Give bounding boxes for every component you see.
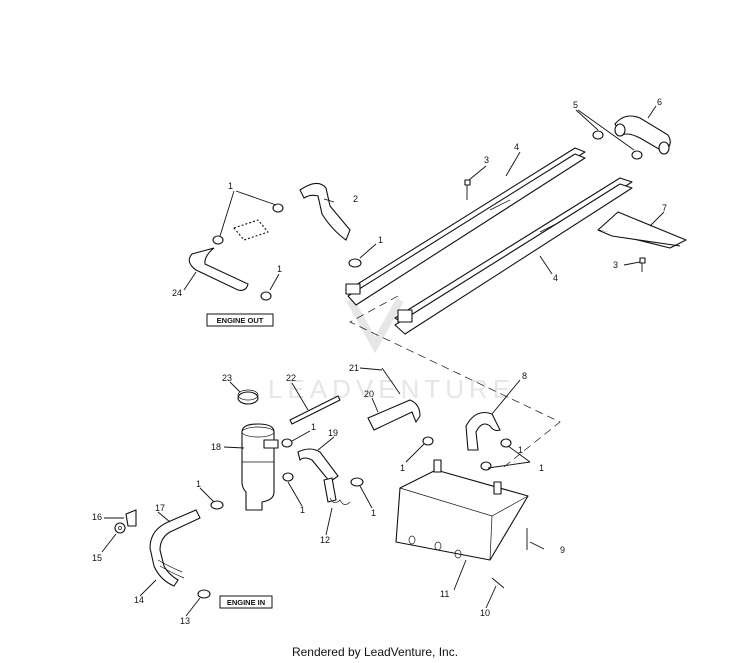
- coolant-tank[interactable]: [395, 459, 529, 561]
- engine-out-label-box: ENGINE OUT: [206, 313, 274, 327]
- callout-1: 1: [196, 479, 201, 489]
- tank-screw[interactable]: [491, 577, 505, 589]
- callout-3: 3: [484, 155, 489, 165]
- hose-clamp[interactable]: [348, 258, 362, 268]
- callout-1: 1: [400, 463, 405, 473]
- bracket-clip[interactable]: [125, 509, 137, 527]
- watermark-logo: LEADVENTURE: [268, 298, 515, 404]
- reservoir-cap[interactable]: [237, 389, 259, 405]
- coolant-reservoir[interactable]: [241, 423, 279, 511]
- crossover-hose[interactable]: [614, 115, 671, 155]
- upper-hose[interactable]: [299, 182, 351, 241]
- callout-17: 17: [155, 503, 165, 513]
- callout-1: 1: [518, 445, 523, 455]
- coolant-tube-upper[interactable]: [345, 147, 586, 306]
- callout-5: 5: [573, 100, 578, 110]
- callout-21: 21: [349, 363, 359, 373]
- callout-7: 7: [662, 203, 667, 213]
- leader-lines: [101, 105, 665, 617]
- engine-out-hose[interactable]: [188, 247, 249, 291]
- callout-15: 15: [92, 553, 102, 563]
- hose-clamp[interactable]: [422, 436, 434, 446]
- reservoir-hose[interactable]: [297, 448, 339, 503]
- hose-clamp[interactable]: [272, 203, 284, 213]
- return-hose[interactable]: [367, 399, 421, 431]
- callout-1: 1: [277, 264, 282, 274]
- hose-clamp[interactable]: [212, 235, 224, 245]
- callout-12: 12: [320, 535, 330, 545]
- callout-19: 19: [328, 428, 338, 438]
- hose-clamp[interactable]: [197, 589, 211, 599]
- hose-clamp[interactable]: [631, 150, 643, 160]
- hose-clamp[interactable]: [210, 500, 224, 510]
- routing-line: [349, 295, 561, 471]
- callout-4: 4: [553, 273, 558, 283]
- callout-16: 16: [92, 512, 102, 522]
- callouts: 1 1 1 1 1 1 1 1 1 1 2 3 3 4 4 5 6 7 8 9 …: [92, 97, 667, 626]
- spring-clamp[interactable]: [329, 497, 351, 505]
- callout-23: 23: [222, 373, 232, 383]
- hose-clamp[interactable]: [480, 461, 492, 471]
- hose-clamp[interactable]: [592, 130, 604, 140]
- callout-18: 18: [211, 442, 221, 452]
- callout-1: 1: [300, 505, 305, 515]
- callout-11: 11: [440, 589, 449, 599]
- watermark-text: LEADVENTURE: [268, 374, 515, 404]
- overflow-tube[interactable]: [289, 395, 341, 425]
- callout-9: 9: [560, 545, 565, 555]
- callout-22: 22: [286, 373, 296, 383]
- callout-13: 13: [180, 616, 190, 626]
- hose-clamp[interactable]: [282, 472, 294, 482]
- callout-1: 1: [228, 181, 233, 191]
- callout-1: 1: [311, 422, 316, 432]
- callout-14: 14: [134, 595, 144, 605]
- callout-2: 2: [353, 194, 358, 204]
- footer-credit: Rendered by LeadVenture, Inc.: [291, 645, 459, 659]
- engine-out-label: ENGINE OUT: [217, 316, 264, 325]
- callout-1: 1: [378, 235, 383, 245]
- hose-clamp[interactable]: [281, 438, 293, 448]
- callout-20: 20: [364, 389, 374, 399]
- hose-clamp[interactable]: [350, 477, 364, 487]
- callout-6: 6: [657, 97, 662, 107]
- bolt[interactable]: [464, 179, 471, 200]
- hose-clamp[interactable]: [260, 291, 272, 301]
- washer[interactable]: [114, 522, 126, 534]
- tank-hose[interactable]: [465, 411, 501, 451]
- hose-clamp[interactable]: [500, 438, 512, 448]
- bolt[interactable]: [639, 257, 646, 272]
- callout-1: 1: [371, 508, 376, 518]
- callout-4: 4: [514, 142, 519, 152]
- engine-in-label-box: ENGINE IN: [219, 595, 273, 609]
- mounting-bracket[interactable]: [597, 211, 687, 249]
- engine-in-label: ENGINE IN: [227, 598, 265, 607]
- callout-3: 3: [613, 260, 618, 270]
- callout-10: 10: [480, 608, 490, 618]
- engine-in-hose[interactable]: [149, 509, 201, 587]
- callout-8: 8: [522, 371, 527, 381]
- thermostat-housing[interactable]: [233, 219, 269, 241]
- callout-1: 1: [539, 463, 544, 473]
- coolant-tube-lower[interactable]: [394, 177, 633, 335]
- callout-24: 24: [172, 288, 182, 298]
- long-bolt[interactable]: [381, 367, 401, 395]
